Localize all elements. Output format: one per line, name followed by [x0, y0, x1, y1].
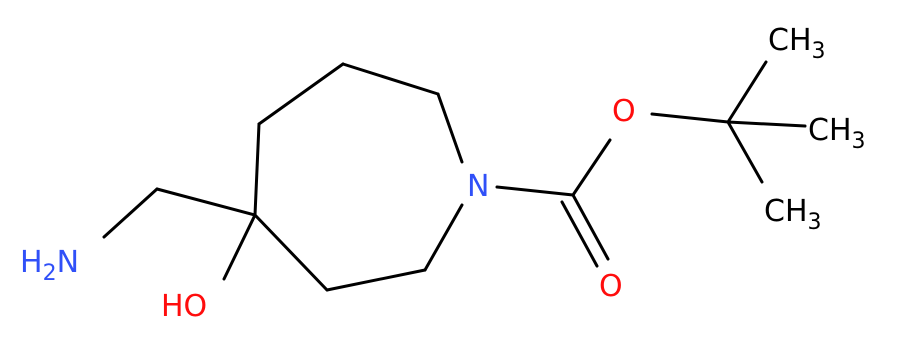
bond-carbonyl-double-b: [560, 200, 599, 268]
hydroxyl-label: HO: [161, 289, 207, 324]
nitrogen-label: N: [467, 169, 489, 204]
methyl-mid-label: CH3: [808, 113, 866, 154]
bond-ring-1: [341, 62, 440, 96]
ester-oxygen-label: O: [612, 94, 636, 129]
bond-ring-3: [423, 203, 464, 272]
bond-tbu-methyl-bottom: [726, 120, 764, 184]
carbonyl-oxygen-label: O: [599, 269, 623, 304]
bond-carbonyl-ester-o: [571, 138, 612, 197]
bond-ring-5: [253, 213, 329, 292]
bond-ring-6: [253, 122, 261, 217]
bond-ring-7: [257, 62, 345, 126]
bond-ring-2: [436, 92, 464, 164]
bond-c-oh: [222, 213, 257, 281]
bond-ch2-nh2: [102, 187, 159, 239]
bond-tbu-methyl-mid: [726, 120, 807, 128]
bond-c-ch2: [155, 187, 257, 217]
bond-tbu-methyl-top: [726, 60, 768, 124]
amine-label: H2N: [20, 245, 79, 286]
methyl-bottom-label: CH3: [764, 194, 822, 235]
bond-ring-4: [325, 268, 427, 292]
bond-carbonyl-double-a: [571, 193, 610, 261]
bond-ester-o-tbu: [650, 112, 730, 124]
bond-n-carbonyl: [495, 185, 575, 197]
methyl-top-label: CH3: [768, 23, 826, 64]
